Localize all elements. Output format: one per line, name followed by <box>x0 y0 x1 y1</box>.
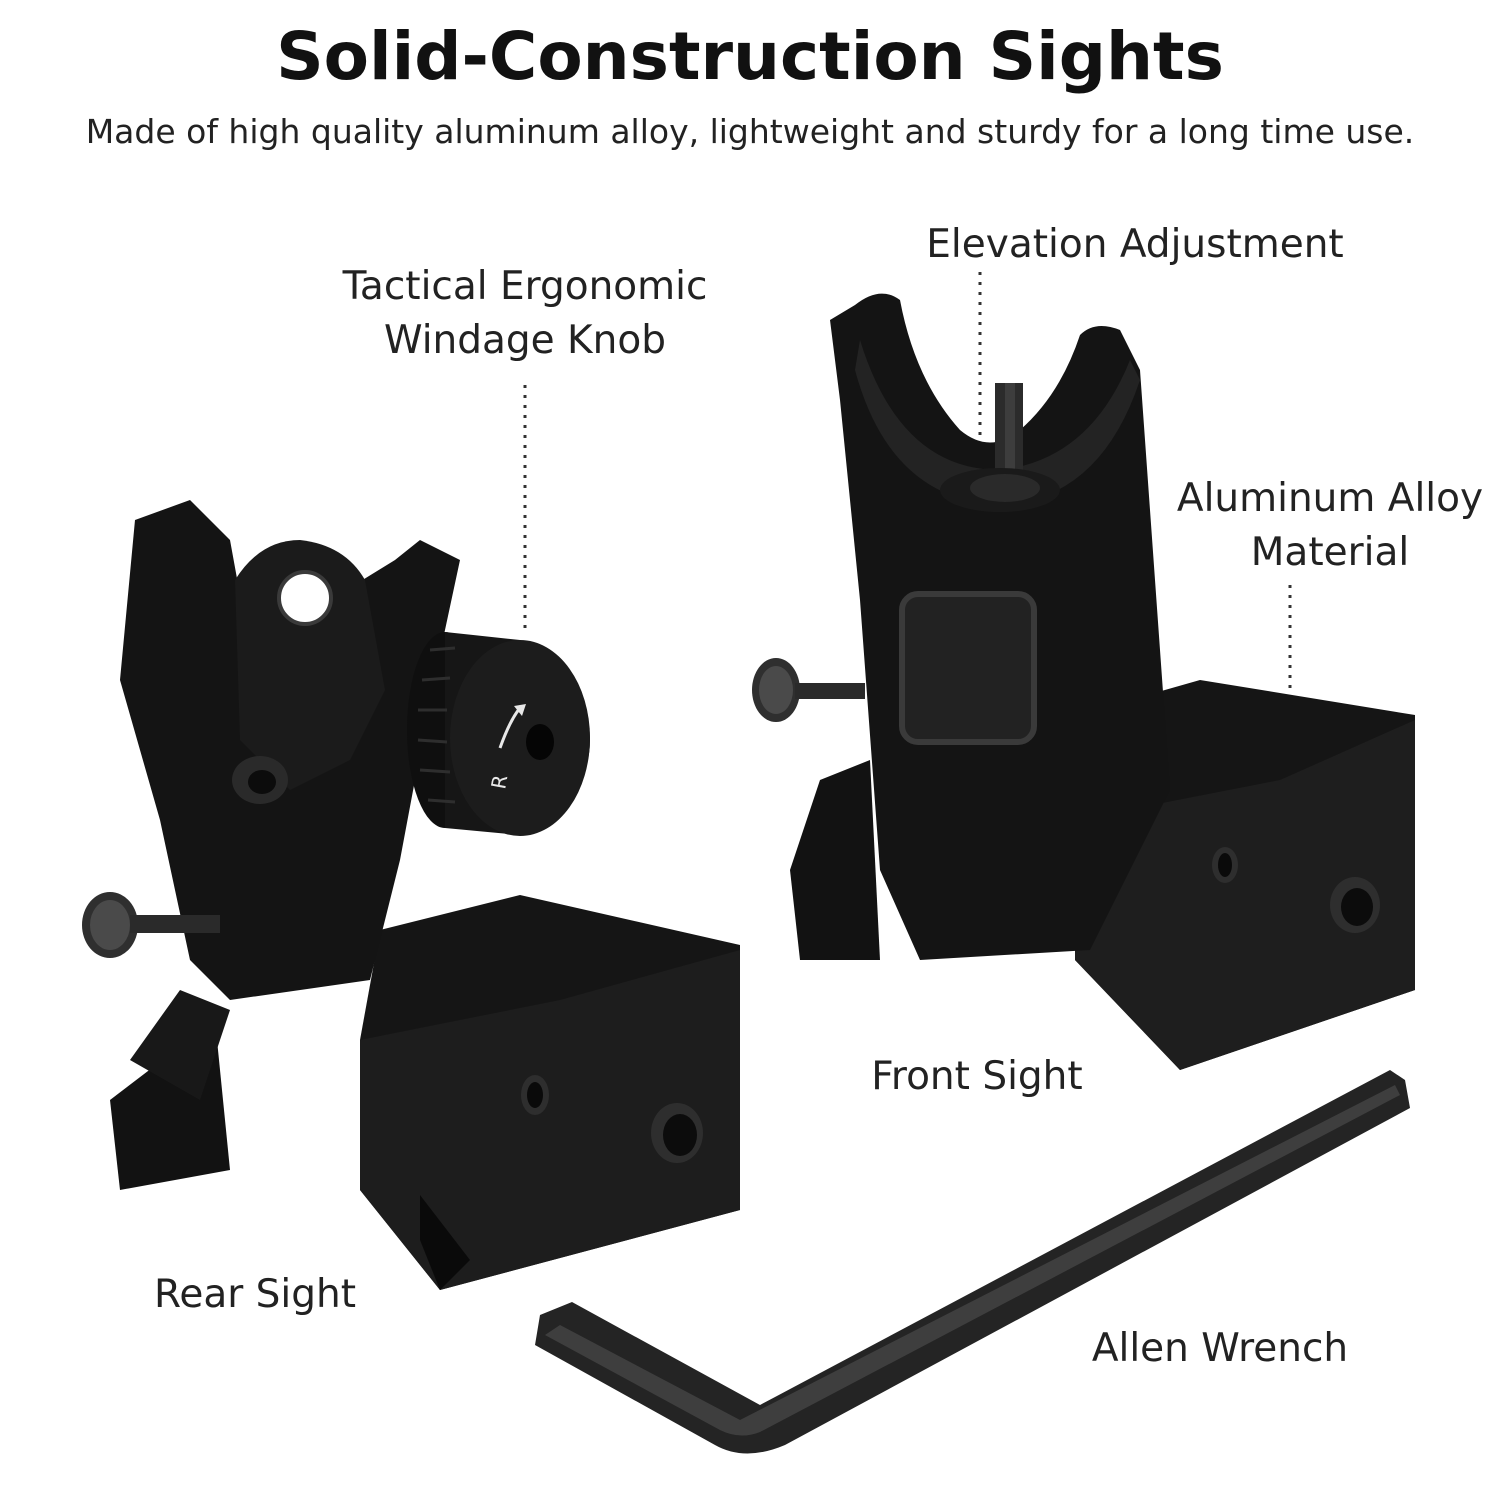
alloy-label-line1: Aluminum Alloy <box>1176 476 1484 521</box>
windage-knob-label: Tactical Ergonomic Windage Knob <box>300 260 750 368</box>
windage-knob: R <box>407 632 590 836</box>
rear-aperture <box>279 572 331 624</box>
elevation-label: Elevation Adjustment <box>926 222 1344 267</box>
alloy-label: Aluminum Alloy Material <box>1160 472 1500 580</box>
allen-wrench <box>535 1070 1410 1454</box>
knob-r-marking: R <box>486 773 512 791</box>
windage-label-line2: Windage Knob <box>384 318 666 363</box>
front-sight-label: Front Sight <box>871 1054 1083 1099</box>
elevation-post <box>940 383 1060 512</box>
page-title: Solid-Construction Sights <box>276 18 1224 95</box>
windage-label-line1: Tactical Ergonomic <box>342 264 708 309</box>
front-sight <box>752 293 1415 1070</box>
page-subtitle: Made of high quality aluminum alloy, lig… <box>85 112 1415 151</box>
front-sight-window <box>899 591 1037 745</box>
alloy-label-line2: Material <box>1250 530 1410 575</box>
rear-sight-label: Rear Sight <box>153 1272 357 1317</box>
rear-sight: R <box>82 500 740 1290</box>
allen-wrench-label: Allen Wrench <box>1091 1326 1349 1371</box>
